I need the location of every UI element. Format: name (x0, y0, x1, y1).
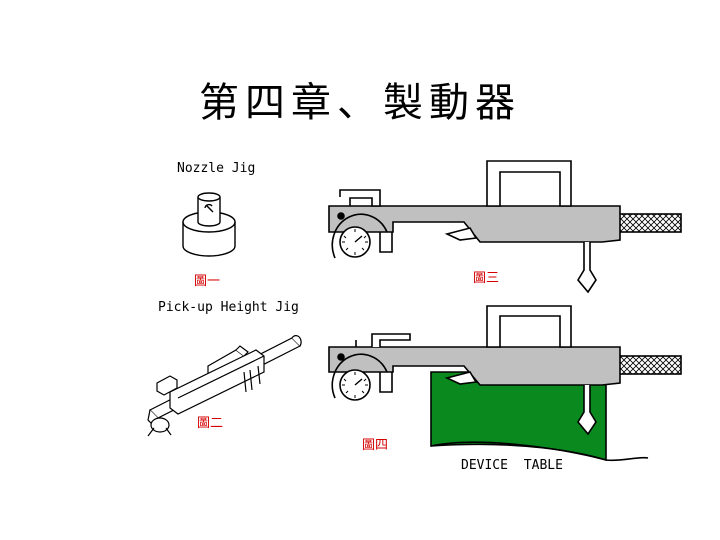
pickup-height-jig-illustration (147, 335, 302, 437)
actuator-lower-illustration (328, 305, 682, 462)
figure-3-caption: 圖三 (473, 271, 500, 286)
pickup-height-jig-label: Pick-up Height Jig (158, 300, 299, 315)
page-title: 第四章、製動器 (199, 80, 521, 126)
figure-2-caption: 圖二 (197, 416, 224, 431)
dial-gauge-ticks-lower (342, 372, 368, 398)
figure-1-caption: 圖一 (194, 274, 221, 289)
nozzle-jig-label: Nozzle Jig (177, 161, 256, 176)
nozzle-jig-illustration (182, 192, 236, 257)
device-table-label: DEVICE TABLE (461, 458, 563, 473)
figure-4-caption: 圖四 (362, 438, 389, 453)
actuator-upper-illustration (328, 160, 682, 294)
dial-gauge-ticks (342, 229, 368, 255)
